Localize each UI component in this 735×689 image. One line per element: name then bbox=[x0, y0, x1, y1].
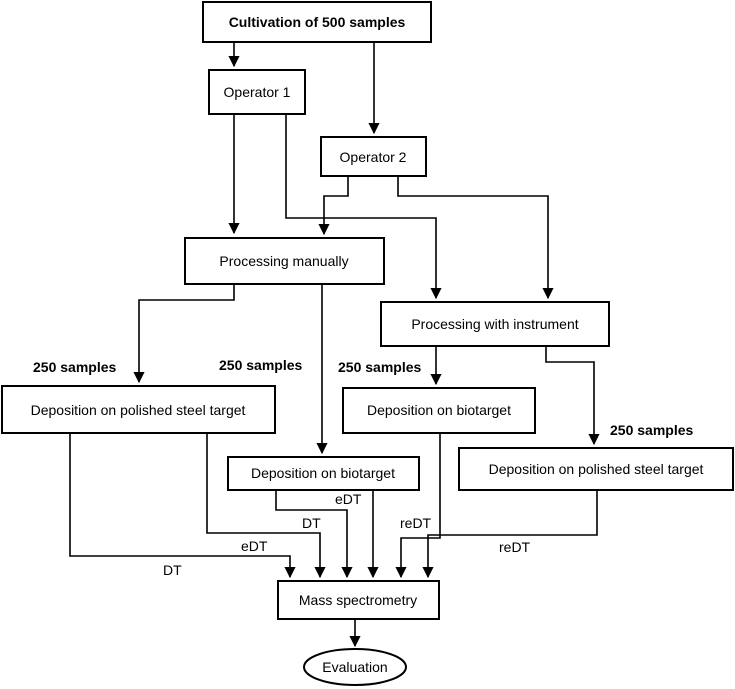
node-operator2-label: Operator 2 bbox=[340, 149, 407, 165]
node-processing-manually-label: Processing manually bbox=[219, 253, 348, 269]
label-redt-bio: reDT bbox=[400, 515, 432, 531]
node-operator1-label: Operator 1 bbox=[224, 84, 291, 100]
label-250-samples-bio-right: 250 samples bbox=[338, 359, 421, 375]
edge-instrument-steel-right bbox=[545, 346, 600, 446]
edge-bio-center-ms-dt bbox=[275, 490, 353, 579]
label-250-samples-steel-left: 250 samples bbox=[33, 359, 116, 375]
node-processing-instrument: Processing with instrument bbox=[380, 301, 610, 347]
node-cultivation: Cultivation of 500 samples bbox=[202, 1, 432, 43]
node-deposition-steel-right-label: Deposition on polished steel target bbox=[489, 461, 704, 477]
label-edt-left: eDT bbox=[241, 538, 268, 554]
label-edt-center: eDT bbox=[335, 491, 362, 507]
node-deposition-steel-right: Deposition on polished steel target bbox=[458, 447, 734, 491]
label-dt-center: DT bbox=[302, 515, 321, 531]
node-deposition-bio-right-label: Deposition on biotarget bbox=[367, 402, 511, 418]
edge-operator1-processing-instrument bbox=[285, 114, 442, 300]
edge-operator2-processing-instrument bbox=[397, 176, 554, 300]
edge-steel-right-ms-redt bbox=[422, 490, 598, 579]
node-operator1: Operator 1 bbox=[208, 69, 306, 115]
node-operator2: Operator 2 bbox=[320, 136, 427, 177]
edge-manual-steel-left bbox=[133, 284, 235, 384]
edges bbox=[69, 42, 600, 648]
label-250-samples-steel-right: 250 samples bbox=[610, 422, 693, 438]
node-deposition-bio-right: Deposition on biotarget bbox=[342, 387, 536, 434]
node-processing-manually: Processing manually bbox=[184, 237, 385, 285]
node-evaluation-label: Evaluation bbox=[322, 659, 387, 675]
edge-steel-left-ms-dt bbox=[69, 433, 296, 579]
node-deposition-steel-left-label: Deposition on polished steel target bbox=[31, 402, 246, 418]
node-deposition-bio-center-label: Deposition on biotarget bbox=[251, 465, 395, 481]
node-cultivation-label: Cultivation of 500 samples bbox=[229, 14, 406, 30]
node-processing-instrument-label: Processing with instrument bbox=[411, 316, 578, 332]
edge-steel-left-ms-edt bbox=[206, 433, 326, 579]
node-evaluation: Evaluation bbox=[303, 648, 407, 686]
label-250-samples-bio-center: 250 samples bbox=[219, 357, 302, 373]
label-redt-steel: reDT bbox=[499, 539, 531, 555]
label-dt-left: DT bbox=[163, 562, 182, 578]
node-mass-spectrometry: Mass spectrometry bbox=[277, 580, 440, 620]
node-deposition-steel-left: Deposition on polished steel target bbox=[1, 385, 276, 434]
node-mass-spectrometry-label: Mass spectrometry bbox=[299, 592, 417, 608]
node-deposition-bio-center: Deposition on biotarget bbox=[227, 456, 420, 491]
edge-operator2-processing-manually bbox=[318, 176, 349, 236]
edge-bio-right-ms-redt bbox=[395, 433, 441, 579]
